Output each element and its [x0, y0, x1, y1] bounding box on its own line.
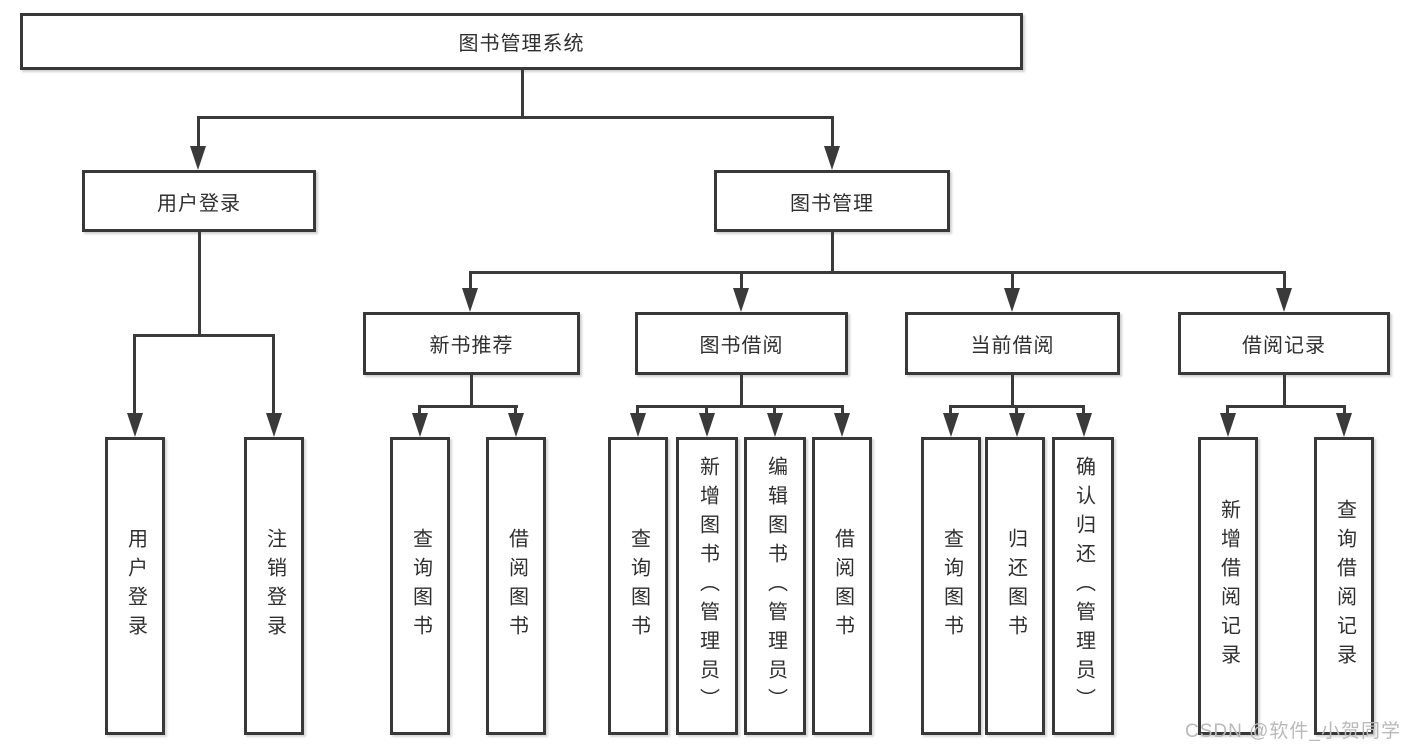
connector-drop-edit-book — [773, 405, 776, 415]
arrowhead-return-book — [1009, 413, 1025, 437]
connector-drop-query2 — [636, 405, 639, 415]
leaf-borrow-books: 借阅图书 — [812, 437, 872, 735]
leaf-query-books-borrow-label: 查询图书 — [627, 528, 650, 644]
leaf-query-books-borrow: 查询图书 — [608, 437, 668, 735]
connector-book-mgmt-stem — [831, 232, 834, 274]
leaf-query-books-current-label: 查询图书 — [940, 528, 963, 644]
connector-drop-new-book — [469, 271, 472, 291]
connector-drop-borrow1 — [514, 405, 517, 415]
leaf-edit-book-admin-label: 编辑图书（管理员） — [764, 455, 787, 717]
leaf-query-borrow-record: 查询借阅记录 — [1314, 437, 1374, 735]
leaf-user-login-label: 用户登录 — [124, 528, 147, 644]
arrowhead-borrow-records — [1276, 288, 1292, 312]
connector-drop-add-record — [1226, 405, 1229, 415]
node-book-borrow: 图书借阅 — [635, 312, 848, 375]
connector-drop-book-mgmt — [831, 116, 834, 150]
leaf-query-books-current: 查询图书 — [921, 437, 981, 735]
leaf-confirm-return-admin: 确认归还（管理员） — [1052, 437, 1114, 735]
node-root: 图书管理系统 — [20, 13, 1023, 70]
arrowhead-current-borrow — [1004, 288, 1020, 312]
leaf-add-borrow-record-label: 新增借阅记录 — [1217, 499, 1240, 673]
leaf-query-books-recommend-label: 查询图书 — [409, 528, 432, 644]
leaf-return-book: 归还图书 — [985, 437, 1045, 735]
connector-drop-query1 — [418, 405, 421, 415]
arrowhead-new-book — [462, 288, 478, 312]
node-borrow-records: 借阅记录 — [1178, 312, 1390, 375]
node-root-label: 图书管理系统 — [458, 33, 585, 55]
node-book-mgmt-label: 图书管理 — [790, 192, 874, 215]
connector-root-hbar — [197, 116, 834, 119]
node-current-borrow: 当前借阅 — [905, 312, 1120, 375]
leaf-edit-book-admin: 编辑图书（管理员） — [744, 437, 806, 735]
node-current-borrow-label: 当前借阅 — [970, 335, 1055, 357]
arrowhead-book-borrow — [733, 288, 749, 312]
connector-drop-confirm-return — [1082, 405, 1085, 415]
leaf-add-book-admin-label: 新增图书（管理员） — [696, 455, 719, 717]
csdn-watermark: CSDN @软件_小贺同学 — [1185, 721, 1401, 742]
connector-drop-borrow2 — [841, 405, 844, 415]
arrowhead-query1 — [412, 413, 428, 437]
connector-drop-add-book — [705, 405, 708, 415]
arrowhead-leaf-login — [127, 413, 143, 437]
leaf-borrow-books-recommend-label: 借阅图书 — [505, 528, 528, 644]
connector-user-login-hbar — [133, 334, 275, 337]
arrowhead-query3 — [943, 413, 959, 437]
arrowhead-leaf-logout — [266, 413, 282, 437]
connector-drop-borrow-records — [1283, 271, 1286, 291]
connector-new-book-hbar — [418, 405, 518, 408]
node-new-book-recommend-label: 新书推荐 — [429, 335, 514, 357]
connector-borrow-records-hbar — [1226, 405, 1346, 408]
arrowhead-add-book — [699, 413, 715, 437]
leaf-confirm-return-admin-label: 确认归还（管理员） — [1072, 455, 1095, 717]
arrowhead-edit-book — [767, 413, 783, 437]
leaf-logout-login: 注销登录 — [244, 437, 304, 735]
arrowhead-borrow2 — [834, 413, 850, 437]
arrowhead-query-record — [1336, 413, 1352, 437]
connector-drop-query-record — [1343, 405, 1346, 415]
leaf-logout-login-label: 注销登录 — [263, 528, 286, 644]
connector-user-login-stem — [198, 232, 201, 336]
connector-new-book-stem — [470, 375, 473, 408]
leaf-add-book-admin: 新增图书（管理员） — [676, 437, 738, 735]
connector-drop-return-book — [1015, 405, 1018, 415]
connector-drop-leaf-logout — [272, 334, 275, 416]
leaf-add-borrow-record: 新增借阅记录 — [1198, 437, 1258, 735]
arrowhead-user-login — [190, 146, 206, 170]
connector-drop-current-borrow — [1011, 271, 1014, 291]
arrowhead-add-record — [1220, 413, 1236, 437]
connector-drop-book-borrow — [740, 271, 743, 291]
leaf-user-login: 用户登录 — [105, 437, 165, 735]
leaf-borrow-books-recommend: 借阅图书 — [486, 437, 546, 735]
arrowhead-confirm-return — [1076, 413, 1092, 437]
connector-root-stem — [521, 70, 524, 118]
connector-drop-user-login — [197, 116, 200, 150]
leaf-query-books-recommend: 查询图书 — [390, 437, 450, 735]
arrowhead-borrow1 — [508, 413, 524, 437]
arrowhead-query2 — [630, 413, 646, 437]
connector-book-mgmt-hbar — [469, 271, 1285, 274]
node-user-login-label: 用户登录 — [157, 192, 241, 215]
node-book-mgmt: 图书管理 — [714, 170, 950, 232]
node-new-book-recommend: 新书推荐 — [363, 312, 580, 375]
node-book-borrow-label: 图书借阅 — [699, 335, 784, 357]
connector-current-borrow-stem — [1011, 375, 1014, 408]
connector-drop-leaf-login — [133, 334, 136, 416]
leaf-borrow-books-label: 借阅图书 — [831, 528, 854, 644]
node-borrow-records-label: 借阅记录 — [1242, 335, 1326, 357]
node-user-login: 用户登录 — [82, 170, 316, 232]
connector-book-borrow-stem — [740, 375, 743, 408]
connector-book-borrow-hbar — [636, 405, 844, 408]
arrowhead-book-mgmt — [824, 146, 840, 170]
leaf-return-book-label: 归还图书 — [1004, 528, 1027, 644]
leaf-query-borrow-record-label: 查询借阅记录 — [1333, 499, 1356, 673]
connector-borrow-records-stem — [1283, 375, 1286, 408]
connector-drop-query3 — [949, 405, 952, 415]
